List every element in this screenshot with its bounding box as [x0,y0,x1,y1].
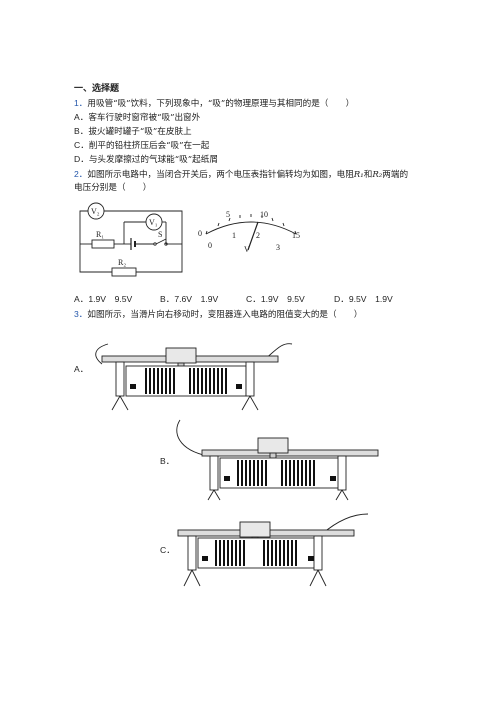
section-title: 一、选择题 [74,84,120,94]
r1-label: R₁ [96,230,104,239]
outer-scale-5: 5 [226,210,230,219]
question-2-stem-line2: 电压分别是（ ） [74,183,152,193]
resistor-r1 [91,239,115,249]
meter-needle [247,221,259,251]
q3-option-c-label: C． [160,545,175,555]
r2-label: R₂ [118,258,126,267]
v1-label: V₁ [149,218,158,227]
outer-scale-0: 0 [198,229,202,238]
question-number: 2． [74,169,88,179]
q2-option-c: C．1.9V 9.5V [246,294,305,304]
s-label: S [158,230,162,239]
question-text: 用吸管“吸”饮料，下列现象中，“吸”的物理原理与其相同的是（ ） [87,99,355,109]
question-number: 1． [74,98,88,108]
q2-option-d: D．9.5V 1.9V [334,294,393,304]
circuit-diagram: V₂ V₁ R₁ S R₂ [79,202,183,277]
v2-label: V₂ [91,207,100,216]
outer-scale-10: 10 [260,210,268,219]
question-number: 3． [74,309,88,319]
q2-option-b: B．7.6V 1.9V [160,294,219,304]
q1-option-c: C．削平的铅柱挤压后会“吸”在一起 [74,140,210,151]
rheostat-figure-a [95,343,293,411]
voltmeter-v1 [145,213,163,231]
q3-option-b-label: B． [160,456,175,466]
question-3-stem: 3．如图所示，当滑片向右移动时，变阻器连入电路的阻值变大的是（ ） [74,309,362,321]
q1-option-b: B．拔火罐时罐子“吸”在皮肤上 [74,126,192,137]
meter-unit: V [244,245,250,254]
rheostat-figure-c [177,513,369,587]
q2-option-a: A．1.9V 9.5V [74,294,133,304]
voltmeter-v2 [87,202,105,220]
question-text: 如图所示，当滑片向右移动时，变阻器连入电路的阻值变大的是（ ） [87,310,363,320]
outer-scale-15: 15 [292,231,300,240]
q1-option-a: A．客车行驶时窗帘被“吸”出窗外 [74,112,201,123]
q1-option-d: D．与头发摩擦过的气球能“吸”起纸屑 [74,154,218,165]
rheostat-figure-b [176,419,379,501]
inner-scale-2: 2 [256,231,260,240]
inner-scale-1: 1 [232,231,236,240]
resistor-r2 [111,267,137,277]
question-2-stem: 2．如图所示电路中，当闭合开关后，两个电压表指针偏转均为如图，电阻R₁和R₂两端… [74,169,409,180]
inner-scale-3: 3 [276,243,280,252]
question-1-stem: 1．用吸管“吸”饮料，下列现象中，“吸”的物理原理与其相同的是（ ） [74,98,354,110]
voltmeter-dial: 0 5 10 15 0 1 2 3 V [198,210,300,254]
q3-option-a-label: A． [74,364,89,374]
inner-scale-0: 0 [208,241,212,250]
